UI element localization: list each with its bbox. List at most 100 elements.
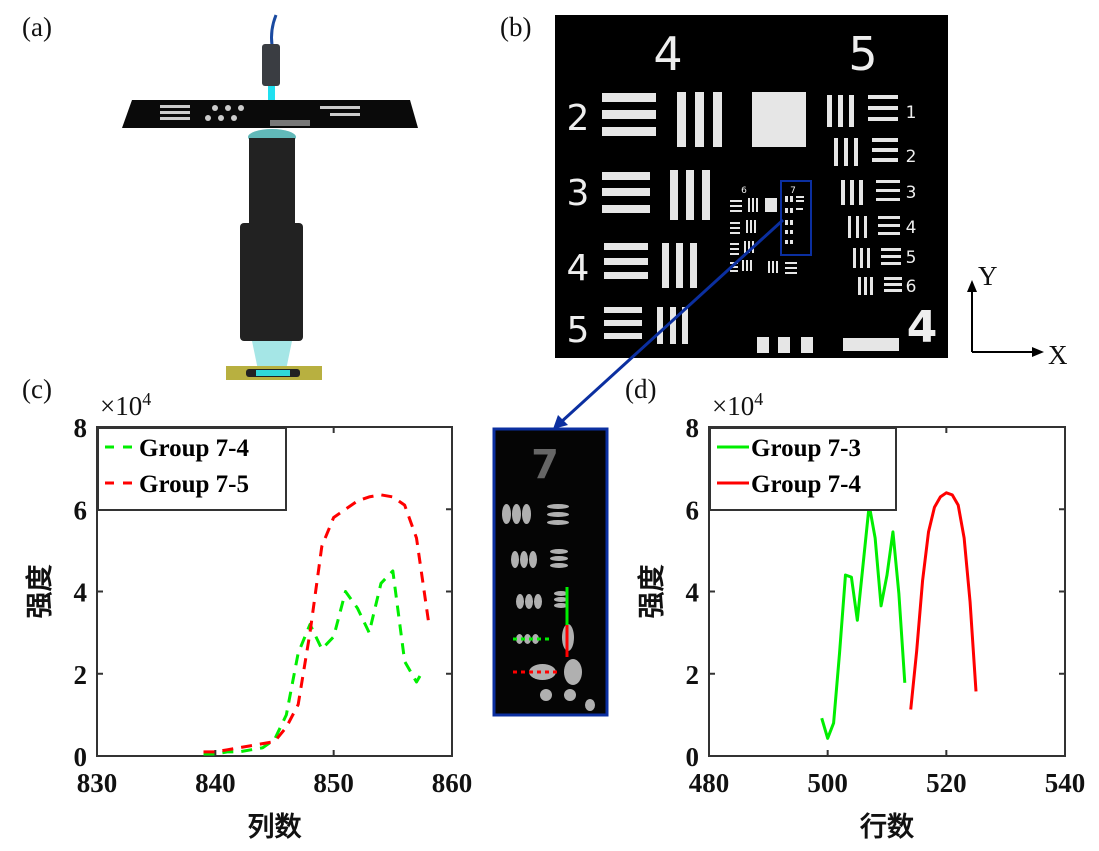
inset-bar bbox=[520, 551, 528, 568]
target-bar bbox=[670, 307, 676, 344]
x-tick-label: 860 bbox=[432, 768, 473, 798]
x-direction-label: X bbox=[1048, 340, 1068, 370]
target-bar bbox=[757, 337, 769, 353]
target-bar bbox=[796, 208, 803, 210]
inset-bar bbox=[547, 520, 569, 525]
objective-lower bbox=[240, 223, 303, 341]
target-bar bbox=[859, 180, 863, 205]
target-bar bbox=[785, 208, 788, 213]
y-axis-label: 强度 bbox=[636, 565, 668, 619]
target-bar bbox=[801, 337, 813, 353]
inset-bar bbox=[554, 591, 568, 596]
target-bar bbox=[750, 220, 752, 233]
y-scale-factor: ×104 bbox=[712, 389, 763, 421]
svg-text:4: 4 bbox=[907, 302, 938, 353]
target-bar bbox=[790, 220, 793, 225]
target-bar bbox=[750, 260, 752, 271]
target-bar bbox=[602, 127, 656, 136]
svg-text:5: 5 bbox=[906, 248, 917, 268]
svg-text:2: 2 bbox=[567, 98, 590, 139]
target-bar bbox=[884, 283, 902, 286]
target-bar bbox=[876, 189, 900, 192]
panel-label-c: (c) bbox=[22, 374, 52, 404]
series-line-group-7-4 bbox=[203, 569, 424, 756]
target-bar bbox=[796, 196, 804, 198]
target-bar bbox=[604, 258, 648, 265]
target-bar bbox=[768, 261, 770, 273]
target-bar bbox=[748, 241, 750, 253]
target-bar bbox=[604, 307, 642, 313]
y-tick-label: 4 bbox=[74, 578, 88, 608]
inset-bar bbox=[524, 634, 531, 644]
svg-text:5: 5 bbox=[848, 27, 877, 81]
target-bar bbox=[730, 227, 740, 229]
inset-bar bbox=[534, 594, 542, 609]
fiber-cable bbox=[270, 14, 278, 46]
target-bar bbox=[841, 180, 845, 205]
target-bar bbox=[602, 110, 656, 119]
x-axis-label: 行数 bbox=[859, 811, 915, 843]
target-bar bbox=[848, 216, 851, 238]
target-bar bbox=[872, 148, 898, 152]
light-beam bbox=[268, 86, 275, 100]
y-axis-label: 强度 bbox=[24, 565, 56, 619]
target-bar bbox=[785, 220, 788, 225]
target-bar bbox=[702, 170, 710, 220]
xy-axis-indicator: Y X bbox=[967, 261, 1068, 370]
y-tick-label: 8 bbox=[74, 413, 88, 443]
target-bar bbox=[746, 220, 748, 233]
target-bar bbox=[602, 172, 650, 180]
target-bar bbox=[850, 180, 854, 205]
target-bar bbox=[878, 224, 900, 227]
inset-bar bbox=[529, 551, 537, 568]
inset-bar bbox=[564, 689, 576, 701]
inset-bar bbox=[585, 699, 595, 711]
target-bar bbox=[785, 262, 797, 264]
x-tick-label: 500 bbox=[807, 768, 848, 798]
target-bar bbox=[881, 248, 901, 251]
series-line-group-7-5 bbox=[203, 493, 430, 754]
target-bar bbox=[868, 95, 898, 99]
svg-text:3: 3 bbox=[906, 183, 917, 203]
target-bar bbox=[854, 138, 858, 166]
target-bar bbox=[670, 170, 678, 220]
light-source bbox=[262, 44, 280, 86]
target-bar bbox=[849, 95, 854, 127]
inset-bar bbox=[529, 664, 556, 680]
target-bar bbox=[860, 248, 863, 268]
target-bar bbox=[730, 253, 739, 255]
target-bar bbox=[834, 138, 838, 166]
svg-text:7: 7 bbox=[790, 186, 796, 196]
target-bar bbox=[778, 337, 790, 353]
y-tick-label: 0 bbox=[74, 742, 88, 772]
target-bar bbox=[870, 277, 873, 295]
legend-entry: Group 7-5 bbox=[139, 471, 249, 498]
target-bar bbox=[790, 230, 793, 234]
target-bar bbox=[796, 200, 804, 202]
inset-bar bbox=[511, 551, 519, 568]
y-tick-label: 2 bbox=[74, 660, 88, 690]
target-bar bbox=[790, 196, 793, 202]
target-bar bbox=[730, 210, 742, 212]
inset-bar bbox=[522, 504, 531, 524]
target-bar bbox=[864, 277, 867, 295]
y-scale-factor: ×104 bbox=[100, 389, 151, 421]
target-bar bbox=[868, 117, 898, 121]
panel-label-d: (d) bbox=[625, 374, 656, 404]
group7-inset: 7 bbox=[492, 427, 609, 717]
y-tick-label: 2 bbox=[686, 660, 700, 690]
target-bar bbox=[604, 272, 648, 279]
target-bar bbox=[730, 266, 738, 268]
inset-bar bbox=[550, 556, 568, 561]
target-bar bbox=[602, 205, 650, 213]
target-bar bbox=[790, 240, 793, 244]
inset-bar bbox=[550, 549, 568, 554]
series-line-group-7-4 bbox=[909, 491, 978, 710]
target-bar bbox=[686, 170, 694, 220]
target-bar bbox=[867, 248, 870, 268]
target-bar bbox=[730, 248, 739, 250]
target-bar bbox=[853, 248, 856, 268]
inset-bar bbox=[532, 634, 539, 644]
